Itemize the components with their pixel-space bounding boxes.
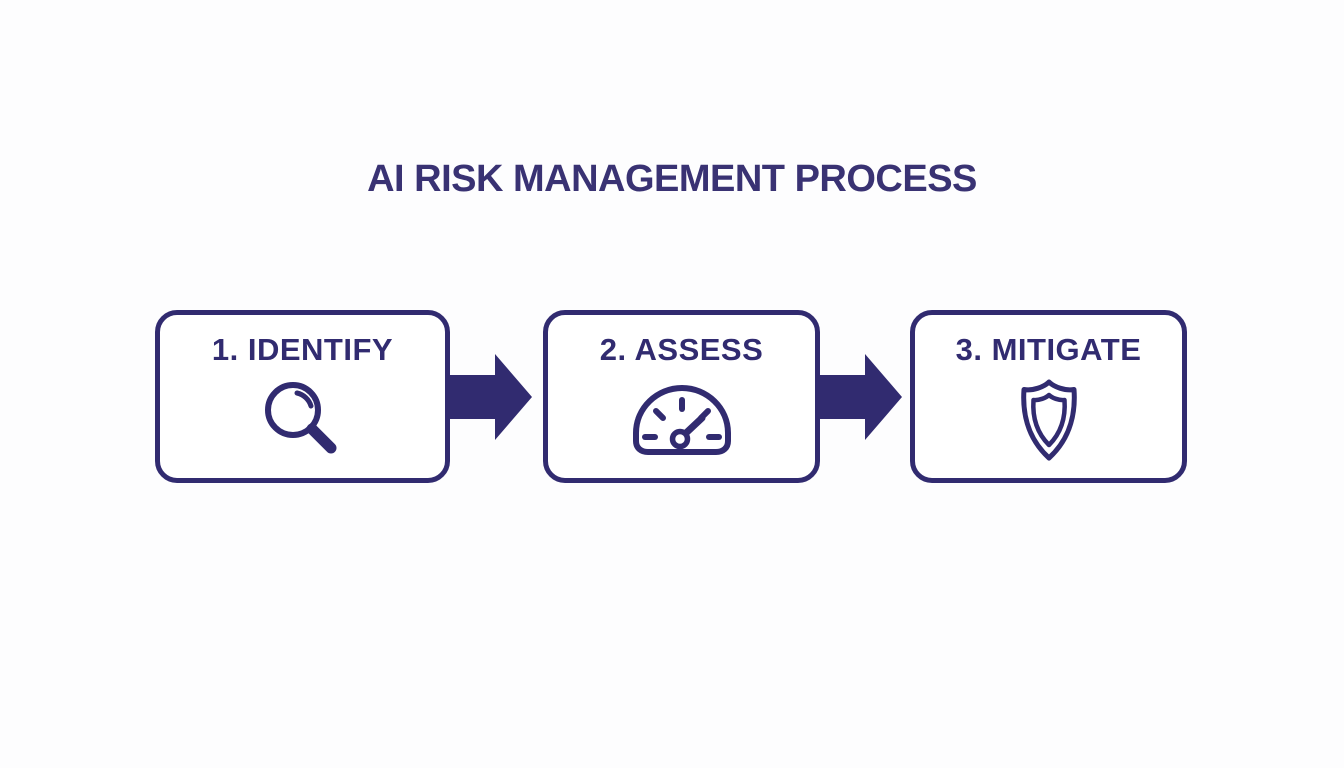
process-flow: 1. IDENTIFY 2. ASSESS [155, 310, 1187, 483]
step-identify-box: 1. IDENTIFY [155, 310, 450, 483]
step-mitigate-box: 3. MITIGATE [910, 310, 1187, 483]
magnifier-icon [264, 367, 342, 478]
step-identify-label: 1. IDENTIFY [211, 332, 394, 367]
step-assess-box: 2. ASSESS [543, 310, 820, 483]
gauge-icon [630, 367, 734, 478]
step-mitigate-label: 3. MITIGATE [955, 332, 1142, 367]
step-assess-label: 2. ASSESS [599, 332, 764, 367]
flow-arrow-icon [450, 310, 543, 483]
flow-arrow-icon [820, 310, 910, 483]
page-title: AI RISK MANAGEMENT PROCESS [367, 158, 977, 200]
shield-icon [1016, 367, 1082, 478]
